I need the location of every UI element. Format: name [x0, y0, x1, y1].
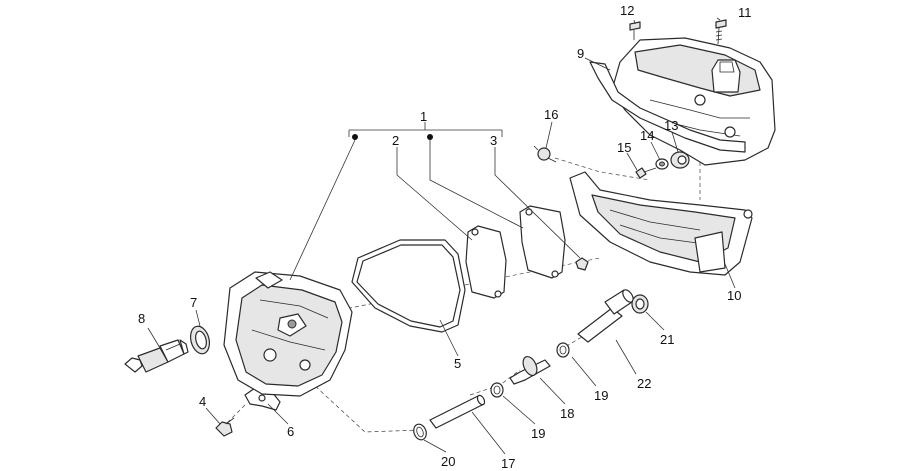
part-20-clamp: [413, 423, 427, 441]
part-12-screw: [629, 21, 641, 40]
callout-16: 16: [544, 107, 558, 122]
part-19b-clamp: [490, 382, 504, 398]
callout-7: 7: [190, 295, 197, 310]
part-4-screw: [215, 417, 235, 437]
part-21-clamp: [631, 294, 649, 314]
part-22-tube: [577, 289, 634, 343]
callout-10: 10: [727, 288, 741, 303]
part-2-reed-plate: [465, 225, 507, 299]
callout-4: 4: [199, 394, 206, 409]
callout-8: 8: [138, 311, 145, 326]
part-7-seal-ring: [189, 325, 211, 355]
callout-labels: 1 2 3 4 5 6 7 8 9 10 11 12 13 14 15 16 1…: [138, 3, 752, 471]
part-11-screw: [715, 19, 727, 45]
part-19a-clamp: [556, 342, 570, 358]
callout-9: 9: [577, 46, 584, 61]
callout-6: 6: [287, 424, 294, 439]
callout-15: 15: [617, 140, 631, 155]
callout-11: 11: [738, 5, 752, 20]
part-3-cover-plate: [519, 205, 589, 279]
part-14-bushing: [655, 158, 669, 170]
leader-lines: [147, 17, 736, 455]
callout-3: 3: [490, 133, 497, 148]
callout-2: 2: [392, 133, 399, 148]
callout-1: 1: [420, 109, 427, 124]
callout-13: 13: [664, 118, 678, 133]
callout-5: 5: [454, 356, 461, 371]
callout-19b: 19: [531, 426, 545, 441]
callout-21: 21: [660, 332, 674, 347]
callout-14: 14: [640, 128, 654, 143]
callout-19a: 19: [594, 388, 608, 403]
part-13-grommet: [670, 151, 690, 169]
callout-18: 18: [560, 406, 574, 421]
part-1-cylinder-head-cover: [223, 271, 353, 397]
part-10-cover-lower: [569, 171, 753, 276]
part-18-valve-fitting: [509, 355, 551, 385]
callout-20: 20: [441, 454, 455, 469]
callout-12: 12: [620, 3, 634, 18]
part-8-spark-plug: [124, 339, 189, 373]
part-9-cover-upper: [589, 37, 776, 166]
callout-17: 17: [501, 456, 515, 471]
callout-22: 22: [637, 376, 651, 391]
part-17-hose: [429, 394, 486, 429]
part-15-bolt: [635, 167, 657, 179]
part-5-gasket: [351, 239, 466, 333]
part-16-breather-valve: [533, 145, 557, 163]
